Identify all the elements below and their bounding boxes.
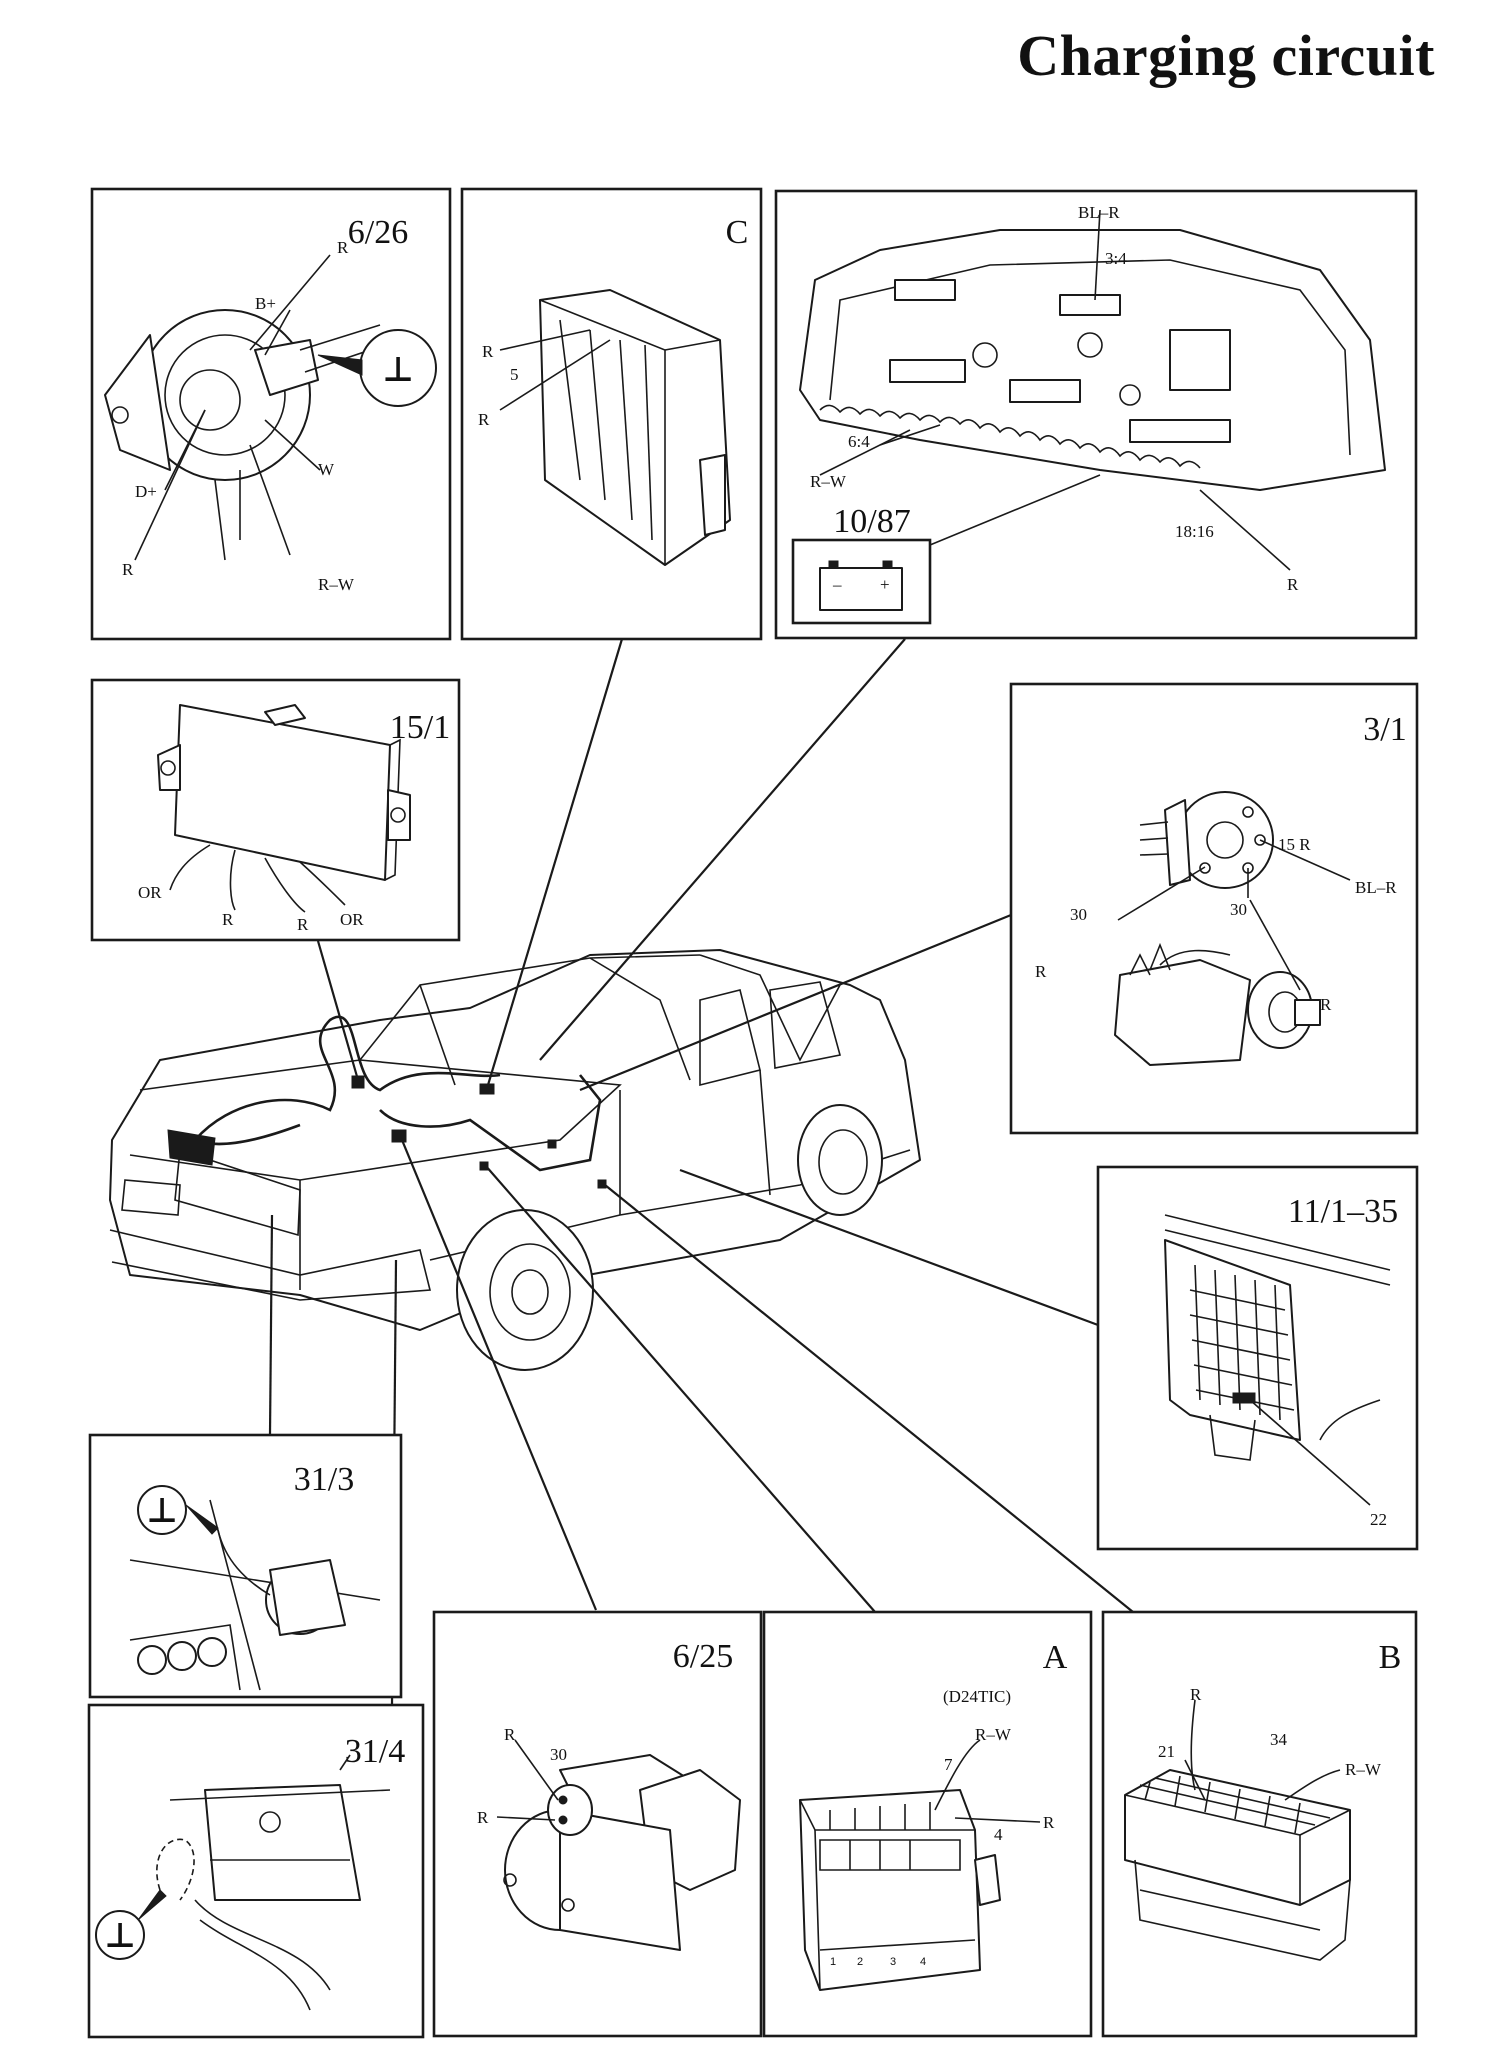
connector-a-pin-4: 4 — [920, 1956, 926, 1968]
ground-31-3-icon: ⊥ — [146, 1491, 177, 1531]
connector-b-label-r: R — [1190, 1685, 1202, 1704]
connector-a-id: A — [1043, 1639, 1068, 1676]
connector-b-label-21: 21 — [1158, 1742, 1175, 1761]
alternator-label-r-bottom: R — [122, 560, 134, 579]
alternator-label-r-top: R — [337, 238, 349, 257]
box-ignition-switch: 3/1 15 R BL–R 30 30 R R — [1009, 682, 1419, 1135]
alternator-id: 6/26 — [348, 214, 408, 251]
fuse-box-id: 11/1–35 — [1288, 1193, 1398, 1230]
fuse-label-22: 22 — [1370, 1510, 1387, 1529]
ignition-label-r-left: R — [1035, 962, 1047, 981]
box-connector-a: A (D24TIC) 1 2 3 4 R–W 7 4 R — [762, 1610, 1093, 2038]
battery-plus: + — [880, 575, 890, 594]
control-unit-label-r1: R — [222, 910, 234, 929]
starter-id: 6/25 — [673, 1638, 733, 1675]
connector-b-label-34: 34 — [1270, 1730, 1288, 1749]
box-fuse-box: 11/1–35 22 — [1096, 1165, 1419, 1551]
battery-icon — [819, 567, 903, 611]
ignition-label-r-right: R — [1320, 995, 1332, 1014]
cluster-label-blr: BL–R — [1078, 203, 1120, 222]
box-instrument-cluster: BL–R 3:4 6:4 R–W 18:16 R 10/87 – + — [774, 189, 1418, 640]
box-alternator: 6/26 ⊥ R B+ D+ R W R–W — [90, 187, 452, 641]
connector-b-id: B — [1379, 1639, 1402, 1676]
fuse-rows — [1189, 1264, 1295, 1421]
connector-a-label-r: R — [1043, 1813, 1055, 1832]
starter-label-r-left: R — [477, 1808, 489, 1827]
connector-c-id: C — [726, 214, 749, 251]
box-connector-b: B R 21 34 R–W — [1101, 1610, 1418, 2038]
cluster-label-18-16: 18:16 — [1175, 522, 1214, 541]
box-control-unit: 15/1 OR R R OR — [90, 678, 461, 942]
ground-31-3-id: 31/3 — [294, 1461, 354, 1498]
connector-a-label-7: 7 — [944, 1755, 953, 1774]
starter-label-r-top: R — [504, 1725, 516, 1744]
alternator-label-w: W — [318, 460, 335, 479]
connector-c-label-5: 5 — [510, 365, 519, 384]
box-starter: 6/25 R 30 R — [432, 1610, 763, 2038]
ignition-label-15r: 15 R — [1278, 835, 1311, 854]
control-unit-label-or1: OR — [138, 883, 162, 902]
control-unit-label-or2: OR — [340, 910, 364, 929]
ground-31-4-id: 31/4 — [345, 1733, 405, 1770]
connector-a-label-rw: R–W — [975, 1725, 1012, 1744]
cluster-label-3-4: 3:4 — [1105, 249, 1127, 268]
connector-a-pin-2: 2 — [857, 1956, 863, 1968]
ignition-label-30-left: 30 — [1070, 905, 1087, 924]
battery-minus: – — [832, 575, 842, 594]
ignition-label-30-right: 30 — [1230, 900, 1247, 919]
cluster-label-r: R — [1287, 575, 1299, 594]
starter-label-30: 30 — [550, 1745, 567, 1764]
car-illustration — [109, 949, 921, 1371]
ignition-switch-id: 3/1 — [1363, 711, 1406, 748]
box-ground-31-3: 31/3 ⊥ — [88, 1433, 403, 1699]
alternator-label-rw: R–W — [318, 575, 355, 594]
connector-a-pin-1: 1 — [830, 1956, 836, 1968]
alternator-label-dplus: D+ — [135, 482, 157, 501]
control-unit-label-r2: R — [297, 915, 309, 934]
alternator-label-bplus: B+ — [255, 294, 276, 313]
connector-a-variant: (D24TIC) — [943, 1687, 1011, 1706]
cluster-label-rw: R–W — [810, 472, 847, 491]
box-connector-c: C R 5 R — [460, 187, 763, 641]
connector-b-label-rw: R–W — [1345, 1760, 1382, 1779]
page-title: Charging circuit — [1017, 23, 1435, 88]
connector-a-label-4: 4 — [994, 1825, 1003, 1844]
ignition-label-blr: BL–R — [1355, 878, 1397, 897]
connector-a-pin-3: 3 — [890, 1956, 896, 1968]
ground-31-4-icon: ⊥ — [104, 1916, 135, 1956]
battery-warning-id: 10/87 — [833, 503, 910, 540]
connector-c-label-r1: R — [482, 342, 494, 361]
connector-c-label-r2: R — [478, 410, 490, 429]
ground-symbol-icon: ⊥ — [382, 350, 413, 390]
cluster-label-6-4: 6:4 — [848, 432, 870, 451]
box-ground-31-4: 31/4 ⊥ — [87, 1703, 425, 2039]
